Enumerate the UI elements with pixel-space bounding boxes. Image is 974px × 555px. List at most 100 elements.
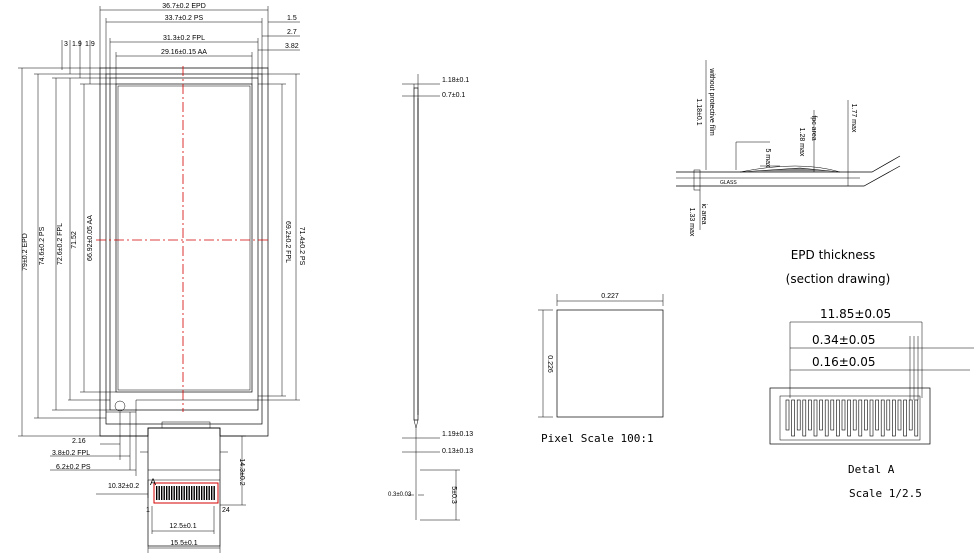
detail-pin — [830, 399, 835, 431]
dim-epd-height: 79±0.2 EPD — [22, 233, 29, 271]
detail-pin — [852, 399, 857, 431]
side-bottom-thin: 0.13±0.13 — [442, 448, 473, 455]
pixel-square — [556, 309, 664, 418]
dim-71-52: 71.52 — [71, 231, 78, 249]
dim-r-ps-height: 71.4±0.2 PS — [298, 227, 305, 266]
fpc-pin — [198, 486, 200, 500]
dim-epd-width: 36.7±0.2 EPD — [162, 3, 206, 10]
epd-outline — [99, 67, 269, 437]
detail-pitch: 11.85±0.05 — [820, 307, 891, 321]
pixel-caption: Pixel Scale 100:1 — [541, 432, 654, 445]
dim-fpl-height: 72.6±0.2 FPL — [57, 223, 64, 265]
fpc-pin — [208, 486, 210, 500]
detail-a: 11.85±0.05 0.34±0.05 0.16±0.05 Detal A S… — [769, 307, 974, 500]
sec-fpc-area: fpc area — [810, 115, 817, 140]
detail-pin — [897, 399, 902, 431]
fpc-pin — [201, 486, 203, 500]
detail-gap: 0.16±0.05 — [812, 355, 876, 369]
pixel-width: 0.227 — [601, 293, 619, 300]
side-view: 1.18±0.1 0.7±0.1 1.19±0.13 0.13±0.13 0.3… — [388, 74, 473, 521]
detail-pin — [802, 399, 807, 437]
dim-r3: 3.82 — [285, 43, 299, 50]
detail-pin — [785, 399, 790, 431]
fpl-outline — [109, 77, 259, 411]
pin-last: 24 — [222, 507, 230, 514]
detail-pin — [869, 399, 874, 437]
fpc-pin — [213, 486, 215, 500]
fpc-pin — [188, 486, 190, 500]
dim-fpl-offset: 3.8±0.2 FPL — [52, 450, 90, 457]
sec-without-film-val: 1.18±0.1 — [695, 98, 702, 125]
fpc-pin — [163, 486, 165, 500]
dim-tail-width: 15.5±0.1 — [170, 540, 197, 547]
detail-a-box — [153, 482, 219, 504]
detail-pin — [908, 399, 913, 431]
left-dimensions: 79±0.2 EPD 74.6±0.2 PS 72.6±0.2 FPL 71.5… — [18, 67, 148, 437]
dim-ps-width: 33.7±0.2 PS — [165, 15, 204, 22]
fpc-pin — [166, 486, 168, 500]
detail-width: 0.34±0.05 — [812, 333, 876, 347]
dim-r2: 2.7 — [287, 29, 297, 36]
detail-pin — [914, 399, 919, 437]
fpc-pin — [173, 486, 175, 500]
detail-pin — [808, 399, 812, 431]
fpc-pins — [156, 486, 215, 500]
section-subtitle: (section drawing) — [786, 272, 891, 286]
front-view: 36.7±0.2 EPD 33.7±0.2 PS 31.3±0.2 FPL 29… — [18, 3, 305, 553]
ps-outline — [105, 73, 263, 425]
detail-pin — [858, 399, 863, 437]
fpc-pin — [168, 486, 170, 500]
side-top-thick: 1.18±0.1 — [442, 77, 469, 84]
dim-r-fpl-height: 69.2±0.2 FPL — [284, 221, 291, 263]
fpc-pin — [206, 486, 208, 500]
pixel-height: 0.226 — [546, 355, 553, 373]
detail-pin — [847, 399, 851, 437]
pixel-scale: 0.227 0.226 Pixel Scale 100:1 — [538, 293, 664, 445]
detail-letter: A — [150, 477, 156, 487]
detail-pin — [813, 399, 818, 437]
side-top-thin: 0.7±0.1 — [442, 92, 465, 99]
detail-pin — [875, 399, 879, 431]
fpc-pin — [191, 486, 193, 500]
dim-l3: 1.9 — [85, 41, 95, 48]
sec-without-film: without protective film — [708, 67, 715, 135]
dim-pin-span: 12.5±0.1 — [169, 523, 196, 530]
dim-r1: 1.5 — [287, 15, 297, 22]
dim-l1: 3 — [64, 41, 68, 48]
fpc-pin — [196, 486, 198, 500]
fpc-pin — [161, 486, 163, 500]
fpc-pin — [193, 486, 195, 500]
detail-pin — [864, 399, 868, 431]
fpc-pin — [211, 486, 213, 500]
dim-aa-height: 66.92±0.05 AA — [87, 215, 94, 261]
dim-aa-width: 29.16±0.15 AA — [161, 49, 207, 56]
right-dimensions: 71.4±0.2 PS 69.2±0.2 FPL — [258, 73, 305, 401]
detail-pin — [836, 399, 840, 437]
panel-edge — [413, 87, 419, 421]
dim-2-16: 2.16 — [72, 438, 86, 445]
fpc-pin — [183, 486, 185, 500]
sec-fpc-area-val: 1.28 max — [798, 128, 805, 157]
detail-pin — [819, 399, 823, 431]
sec-ic-area-val: 1.33 max — [688, 208, 695, 237]
dim-tail-height: 14.3±0.2 — [238, 458, 245, 485]
section-title: EPD thickness — [791, 248, 876, 262]
detail-pin — [903, 399, 907, 437]
sec-ic-area: ic area — [700, 203, 707, 224]
fpc-pin — [181, 486, 183, 500]
active-area-inner — [117, 85, 251, 391]
pin-first: 1 — [146, 507, 150, 514]
detail-pins — [785, 399, 919, 437]
fpc-pin — [158, 486, 160, 500]
bottom-dimensions: 2.16 3.8±0.2 FPL 6.2±0.2 PS 10.32±0.2 14… — [50, 412, 246, 553]
section-drawing: GLASS without protective film 1.18±0.1 f… — [676, 60, 901, 286]
dim-ps-offset: 6.2±0.2 PS — [56, 464, 91, 471]
dim-l2: 1.9 — [72, 41, 82, 48]
side-bottom-thick: 1.19±0.13 — [442, 431, 473, 438]
fpc-pin — [186, 486, 188, 500]
sec-five: 5 max — [764, 148, 771, 168]
detail-frame — [769, 387, 931, 445]
fpc-pin — [156, 486, 158, 500]
fpc-pin — [203, 486, 205, 500]
